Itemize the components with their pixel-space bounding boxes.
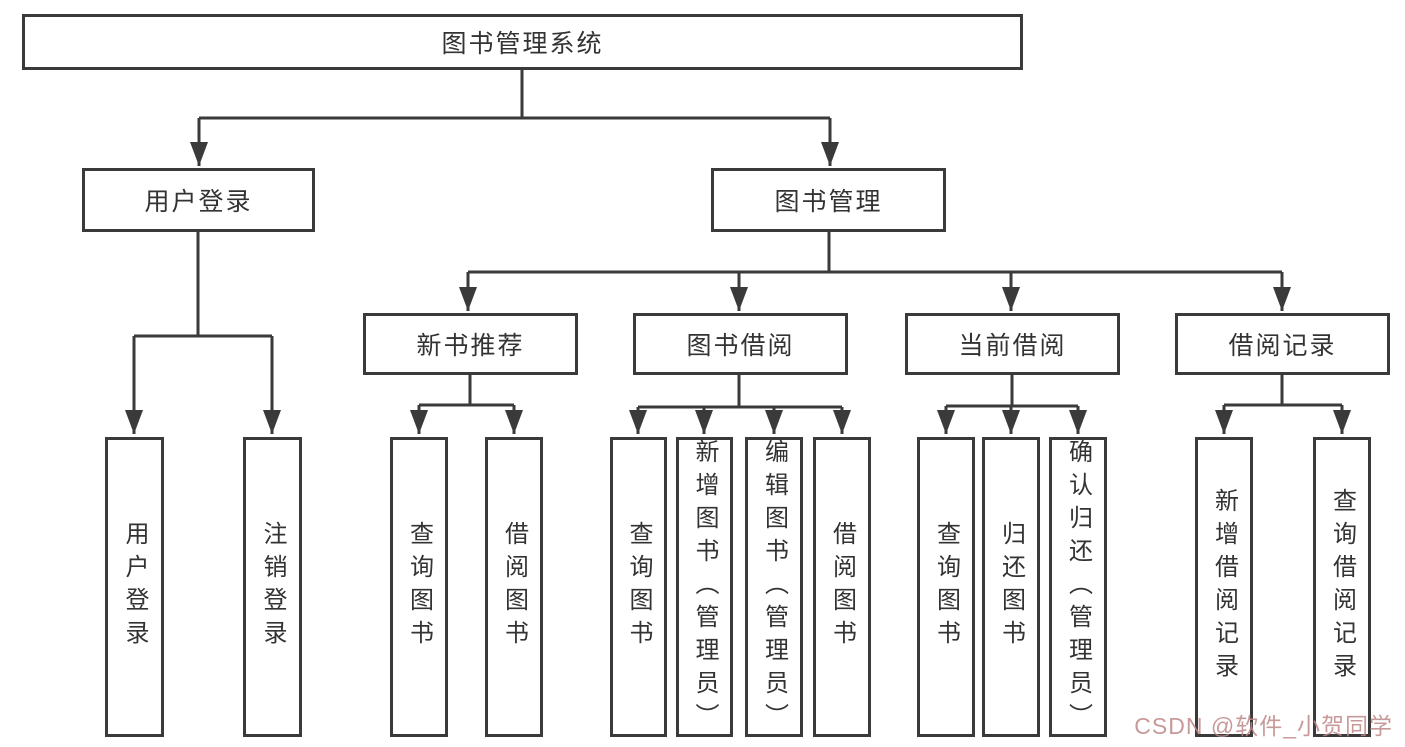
node-label: 查询借阅记录	[1328, 488, 1356, 686]
leaf-user-login: 用户登录	[105, 437, 164, 737]
node-label: 归还图书	[997, 521, 1025, 653]
leaf-edit-books-admin: 编辑图书（管理员）	[745, 437, 803, 737]
node-label: 用户登录	[144, 188, 253, 216]
node-label: 图书管理系统	[441, 30, 604, 58]
node-label: 注销登录	[259, 521, 286, 653]
node-label: 图书借阅	[686, 332, 795, 360]
node-label: 查询图书	[625, 521, 652, 653]
node-label: 确认归还（管理员）	[1064, 438, 1092, 736]
csdn-watermark: CSDN @软件_小贺同学	[1134, 713, 1393, 739]
node-label: 新书推荐	[416, 332, 525, 360]
node-new-book-recommend: 新书推荐	[363, 313, 578, 375]
node-label: 图书管理	[774, 188, 883, 216]
leaf-return-books: 归还图书	[982, 437, 1040, 737]
leaf-borrow-books: 借阅图书	[485, 437, 543, 737]
node-book-borrow: 图书借阅	[633, 313, 848, 375]
leaf-add-books-admin: 新增图书（管理员）	[676, 437, 733, 737]
node-label: 当前借阅	[958, 332, 1067, 360]
leaf-confirm-return-admin: 确认归还（管理员）	[1049, 437, 1107, 737]
leaf-add-borrow-record: 新增借阅记录	[1195, 437, 1253, 737]
leaf-logout: 注销登录	[243, 437, 302, 737]
leaf-query-books: 查询图书	[610, 437, 667, 737]
leaf-borrow-books: 借阅图书	[813, 437, 871, 737]
node-book-management-module: 图书管理	[711, 168, 946, 232]
node-label: 查询图书	[405, 521, 433, 653]
node-label: 借阅图书	[500, 521, 528, 653]
node-label: 编辑图书（管理员）	[760, 438, 788, 736]
leaf-query-books: 查询图书	[390, 437, 448, 737]
node-user-login-module: 用户登录	[82, 168, 315, 232]
node-borrow-records: 借阅记录	[1175, 313, 1390, 375]
node-label: 查询图书	[932, 521, 960, 653]
node-system-root: 图书管理系统	[22, 14, 1023, 70]
leaf-query-borrow-record: 查询借阅记录	[1313, 437, 1371, 737]
leaf-query-books: 查询图书	[917, 437, 975, 737]
node-label: 新增借阅记录	[1210, 488, 1238, 686]
node-label: 借阅图书	[828, 521, 856, 653]
node-label: 新增图书（管理员）	[691, 438, 718, 736]
node-label: 用户登录	[121, 521, 148, 653]
node-label: 借阅记录	[1228, 332, 1337, 360]
node-current-borrow: 当前借阅	[905, 313, 1120, 375]
